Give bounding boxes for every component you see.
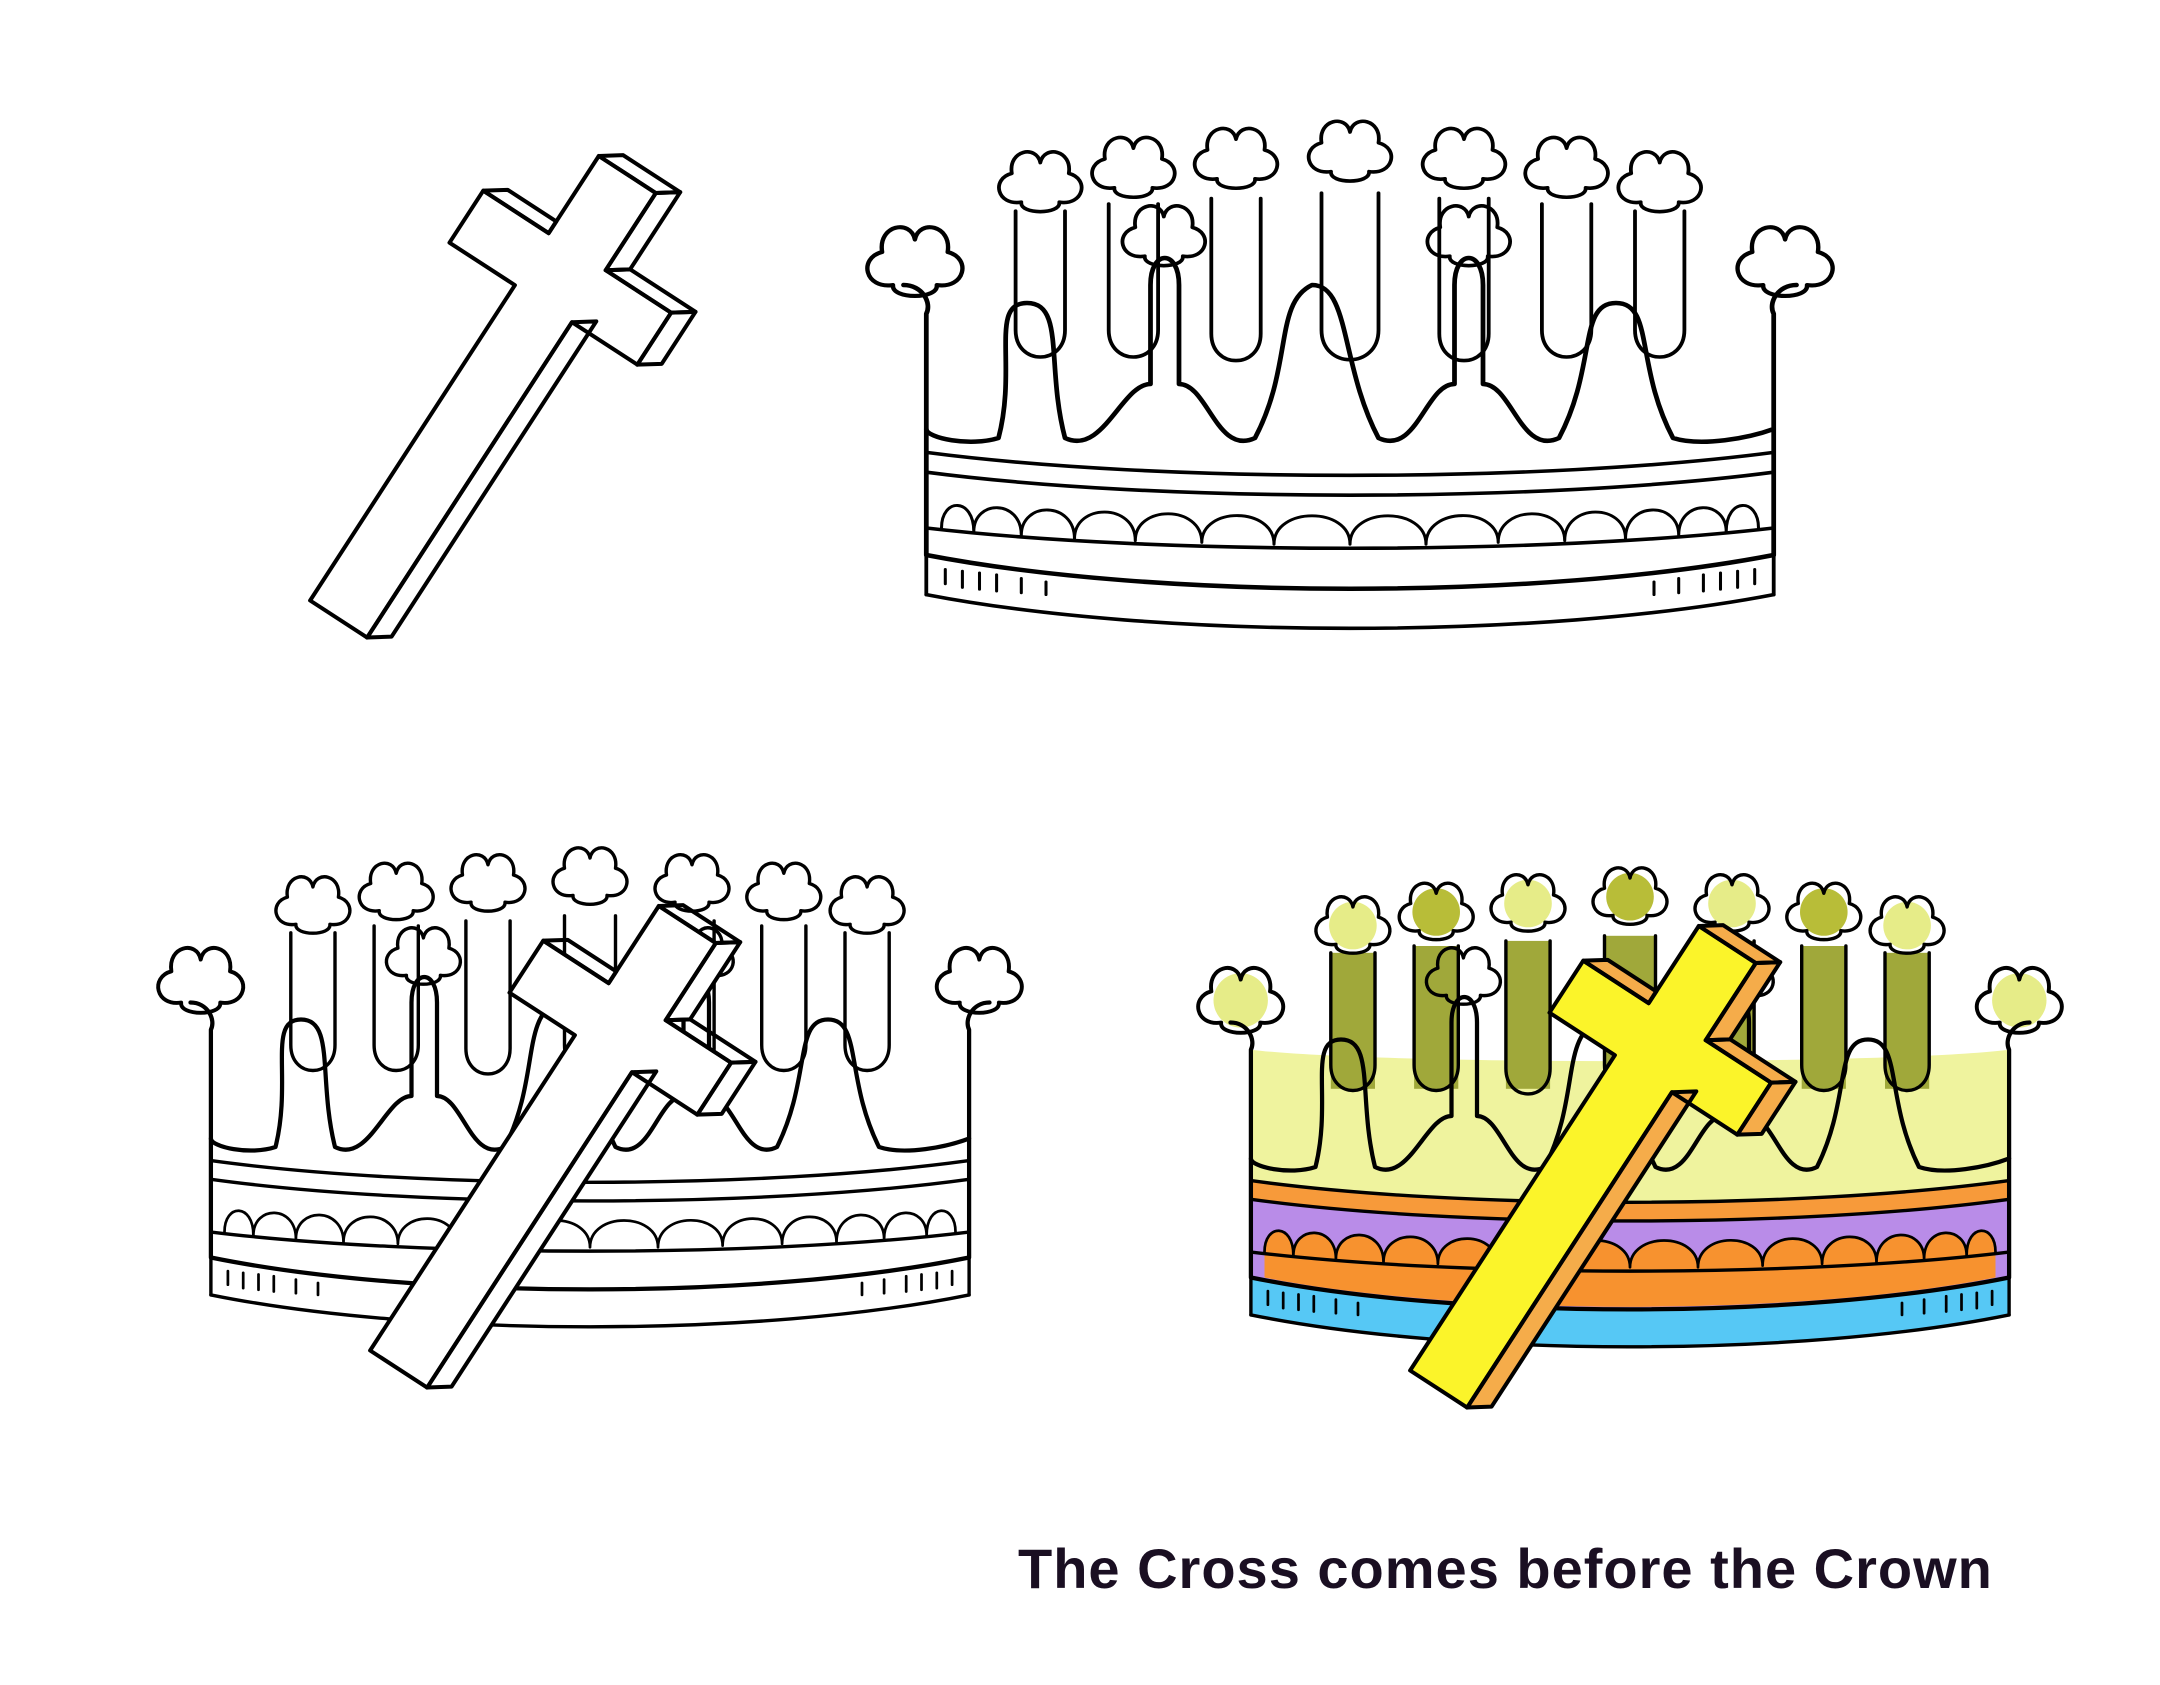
- caption-text: The Cross comes before the Crown: [1018, 1537, 1993, 1600]
- panel-4-colored-crown-with-cross: [1198, 868, 2062, 1463]
- panel-2-crown: [867, 121, 1832, 628]
- panel-1-cross: [242, 99, 748, 693]
- panel-3-crown-with-cross: [158, 848, 1022, 1443]
